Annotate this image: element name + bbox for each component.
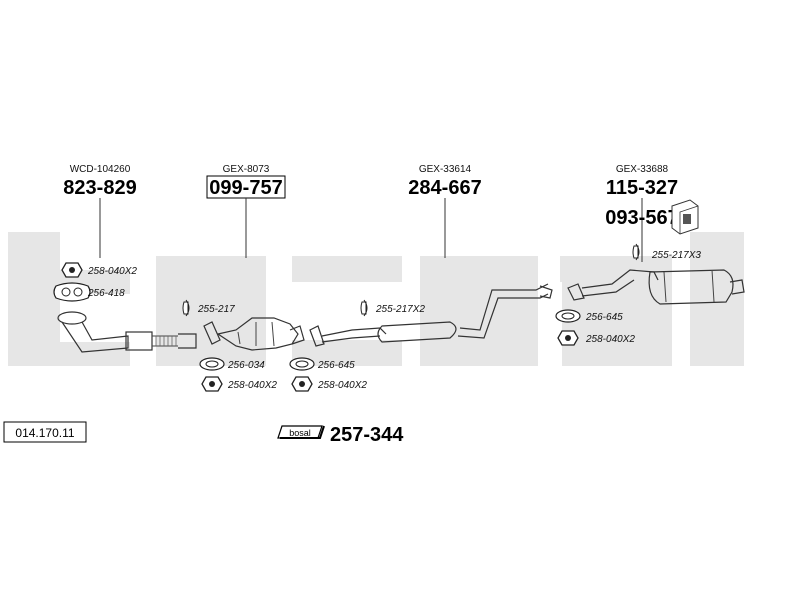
bosal-watermark xyxy=(8,232,744,366)
part-label: 256-034 xyxy=(227,360,265,371)
gasket-icon xyxy=(289,357,315,371)
callout-2-ref: GEX-8073 xyxy=(223,164,270,175)
kit-badge: bosal xyxy=(277,425,325,439)
callout-5-number[interactable]: 093-567 xyxy=(605,207,678,229)
part-label: 256-645 xyxy=(317,360,355,371)
clamp-icon xyxy=(182,299,190,317)
callout-4-ref: GEX-33688 xyxy=(616,164,669,175)
rear-silencer xyxy=(567,269,745,305)
catalog-number-box xyxy=(3,421,87,443)
gasket-icon xyxy=(555,309,581,323)
catalog-number: 014.170.11 xyxy=(15,426,74,440)
part-label: 258-040X2 xyxy=(227,380,277,391)
nut-icon xyxy=(557,330,579,346)
middle-pipe-resonator xyxy=(309,283,553,347)
front-pipe xyxy=(57,311,197,353)
kit-logo-text: bosal xyxy=(289,428,311,438)
part-label: 255-217 xyxy=(197,304,235,315)
clamp-icon xyxy=(632,243,640,261)
part-label: 258-040X2 xyxy=(585,334,635,345)
catalytic-converter xyxy=(203,317,305,351)
rubber-hanger-icon xyxy=(671,199,699,235)
part-label: 258-040X2 xyxy=(87,266,137,277)
callout-4-number[interactable]: 115-327 xyxy=(606,177,678,199)
callout-3-number[interactable]: 284-667 xyxy=(408,177,481,199)
kit-number[interactable]: 257-344 xyxy=(330,424,404,446)
nut-icon xyxy=(61,262,83,278)
part-label: 256-418 xyxy=(87,288,125,299)
callout-3-ref: GEX-33614 xyxy=(419,164,472,175)
part-label: 256-645 xyxy=(585,312,623,323)
part-label: 255-217X3 xyxy=(651,250,701,261)
callout-1-ref: WCD-104260 xyxy=(70,164,131,175)
gasket-icon xyxy=(199,357,225,371)
clamp-icon xyxy=(360,299,368,317)
callout-2-number[interactable]: 099-757 xyxy=(209,177,282,199)
part-label: 258-040X2 xyxy=(317,380,367,391)
nut-icon xyxy=(201,376,223,392)
gasket-icon xyxy=(53,282,91,302)
nut-icon xyxy=(291,376,313,392)
part-label: 255-217X2 xyxy=(375,304,425,315)
callout-1-number[interactable]: 823-829 xyxy=(63,177,136,199)
